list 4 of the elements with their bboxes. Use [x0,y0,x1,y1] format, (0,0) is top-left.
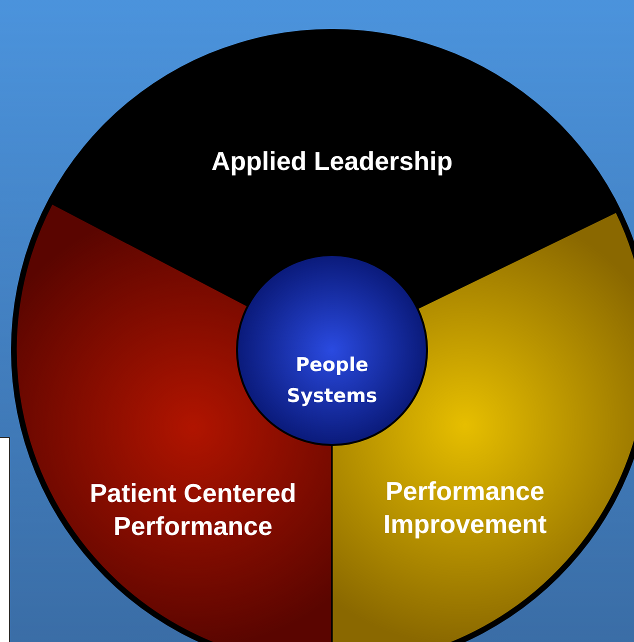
segment-label: People Systems [286,353,378,409]
segment-label: Applied Leadership [210,145,454,178]
segment-label: Patient Centered Performance [88,477,298,543]
segment-label: Performance Improvement [382,475,548,541]
